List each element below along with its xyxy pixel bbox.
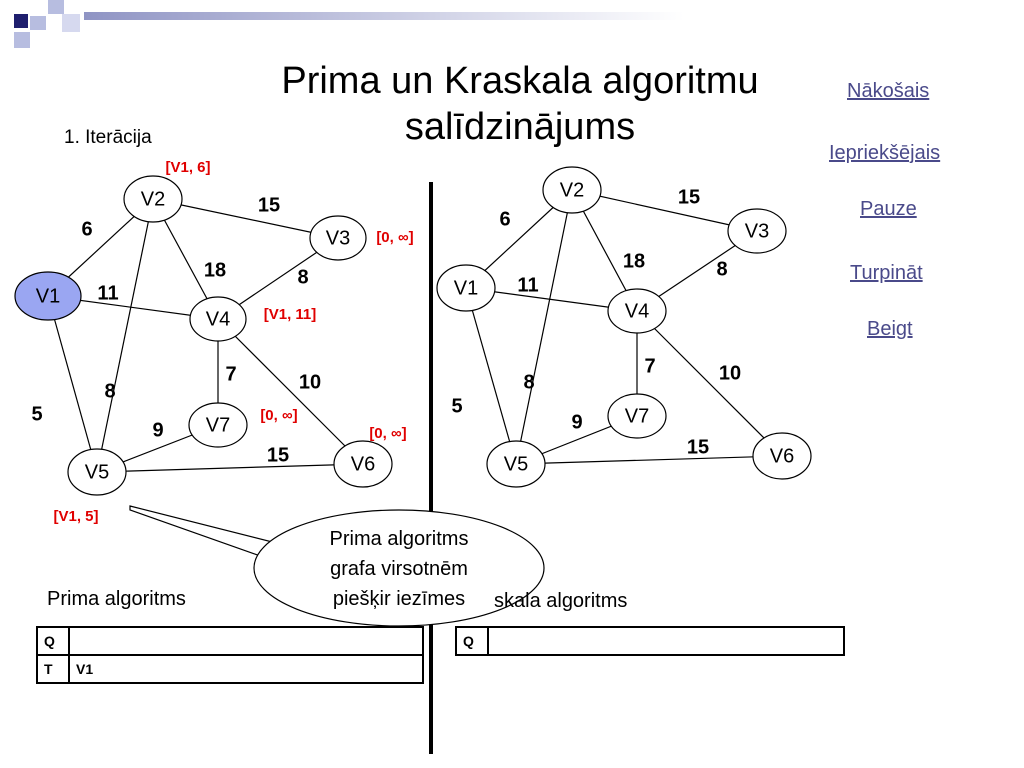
kruskal-weight-V2-V3: 15: [678, 186, 700, 208]
prim-node-tag-V5: [V1, 5]: [53, 508, 98, 525]
kruskal-node-V4: [607, 288, 667, 334]
prim-node-label-V5: V5: [85, 461, 109, 483]
prim-weight-V2-V3: 15: [258, 194, 280, 216]
prim-edge-V4-V6: [217, 318, 364, 465]
prim-weight-V2-V5: 8: [104, 380, 115, 402]
iteration-label: 1. Iterācija: [64, 127, 152, 148]
end-link[interactable]: Beigt: [867, 318, 913, 340]
corner-decoration: [0, 0, 1024, 50]
prim-node-V7: [188, 402, 248, 448]
prim-node-V5: [67, 448, 127, 496]
kruskal-weight-V4-V7: 7: [644, 355, 655, 377]
kruskal-node-label-V7: V7: [625, 405, 649, 427]
prim-weight-V2-V4: 18: [204, 259, 226, 281]
prim-edge-V5-V6: [96, 463, 364, 473]
kruskal-edge-V1-V5: [465, 287, 517, 465]
kruskal-edge-V4-V6: [636, 310, 783, 457]
prim-edge-V2-V5: [96, 198, 154, 473]
kruskal-weight-V2-V5: 8: [523, 371, 534, 393]
previous-link[interactable]: Iepriekšējais: [829, 142, 941, 164]
prim-node-tag-V7: [0, ∞]: [260, 407, 297, 424]
prim-node-label-V6: V6: [351, 453, 375, 475]
kruskal-node-V5: [486, 440, 546, 488]
kruskal-weight-V2-V4: 18: [623, 250, 645, 272]
kruskal-table: Q: [455, 626, 845, 656]
resume-link[interactable]: Turpināt: [850, 262, 923, 284]
kruskal-node-label-V1: V1: [454, 277, 478, 299]
prim-table-value: V1: [68, 654, 424, 684]
prim-node-label-V2: V2: [141, 188, 165, 210]
kruskal-edge-V5-V6: [515, 455, 783, 465]
kruskal-weight-V1-V2: 6: [499, 208, 510, 230]
prim-table-key: T: [36, 654, 70, 684]
kruskal-weight-V1-V5: 5: [451, 395, 462, 417]
prim-node-tag-V4: [V1, 11]: [264, 306, 317, 323]
prim-edge-V2-V3: [152, 198, 339, 239]
prim-edge-V1-V5: [47, 295, 98, 473]
kruskal-node-V7: [607, 393, 667, 439]
prim-weight-V5-V6: 15: [267, 444, 289, 466]
prim-node-V3: [309, 215, 367, 261]
prim-node-label-V3: V3: [326, 227, 350, 249]
prim-weight-V4-V6: 10: [299, 371, 321, 393]
kruskal-node-V1: [436, 264, 496, 312]
prim-caption: Prima algoritms: [47, 588, 186, 610]
kruskal-table-row: Q: [455, 626, 845, 656]
prim-weight-V4-V7: 7: [225, 363, 236, 385]
prim-node-V6: [333, 440, 393, 488]
kruskal-node-V2: [542, 166, 602, 214]
kruskal-node-label-V3: V3: [745, 220, 769, 242]
kruskal-edge-V2-V3: [571, 189, 758, 232]
prim-node-tag-V6: [0, ∞]: [369, 425, 406, 442]
prim-node-V2: [123, 175, 183, 223]
prim-node-labels: [V1, 6] [0, ∞] [V1, 11] [0, ∞] [0, ∞] [V1, 5]: [53, 159, 413, 525]
prim-weight-V1-V2: 6: [81, 218, 92, 240]
prim-weight-V3-V4: 8: [297, 266, 308, 288]
kruskal-table-value: [487, 626, 845, 656]
prim-table-value: [68, 626, 424, 656]
kruskal-weight-V5-V7: 9: [571, 411, 582, 433]
kruskal-node-label-V2: V2: [560, 179, 584, 201]
prim-node-V4: [189, 296, 247, 342]
kruskal-node-label-V6: V6: [770, 445, 794, 467]
kruskal-caption: skala algoritms: [494, 590, 628, 612]
prim-table-row: Q: [36, 626, 424, 656]
prim-node-V1: [14, 271, 82, 321]
prim-node-label-V4: V4: [206, 308, 230, 330]
kruskal-node-label-V5: V5: [504, 453, 528, 475]
kruskal-weight-V4-V6: 10: [719, 362, 741, 384]
vertical-divider: [429, 182, 433, 754]
prim-weight-V5-V7: 9: [152, 419, 163, 441]
kruskal-table-key: Q: [455, 626, 489, 656]
prim-node-tag-V3: [0, ∞]: [376, 229, 413, 246]
prim-table-key: Q: [36, 626, 70, 656]
slide-title: Prima un Kraskala algoritmu salīdzinājum…: [281, 60, 759, 148]
prim-weight-V1-V5: 5: [31, 403, 42, 425]
pause-link[interactable]: Pauze: [860, 198, 917, 220]
kruskal-weight-V5-V6: 15: [687, 436, 709, 458]
kruskal-node-label-V4: V4: [625, 300, 649, 322]
prim-node-tag-V2: [V1, 6]: [165, 159, 210, 176]
kruskal-edge-V2-V5: [515, 189, 573, 465]
prim-weight-V1-V4: 11: [97, 282, 118, 304]
kruskal-weight-V1-V4: 11: [517, 274, 538, 296]
kruskal-weight-V3-V4: 8: [716, 258, 727, 280]
prim-node-label-V7: V7: [206, 414, 230, 436]
prim-graph-edges: 6 15 18 11 8 8 5 7 10 9 15: [31, 194, 364, 473]
next-link[interactable]: Nākošais: [847, 80, 930, 102]
kruskal-node-V3: [727, 208, 787, 254]
prim-node-label-V1: V1: [36, 285, 60, 307]
kruskal-node-V6: [752, 432, 812, 480]
